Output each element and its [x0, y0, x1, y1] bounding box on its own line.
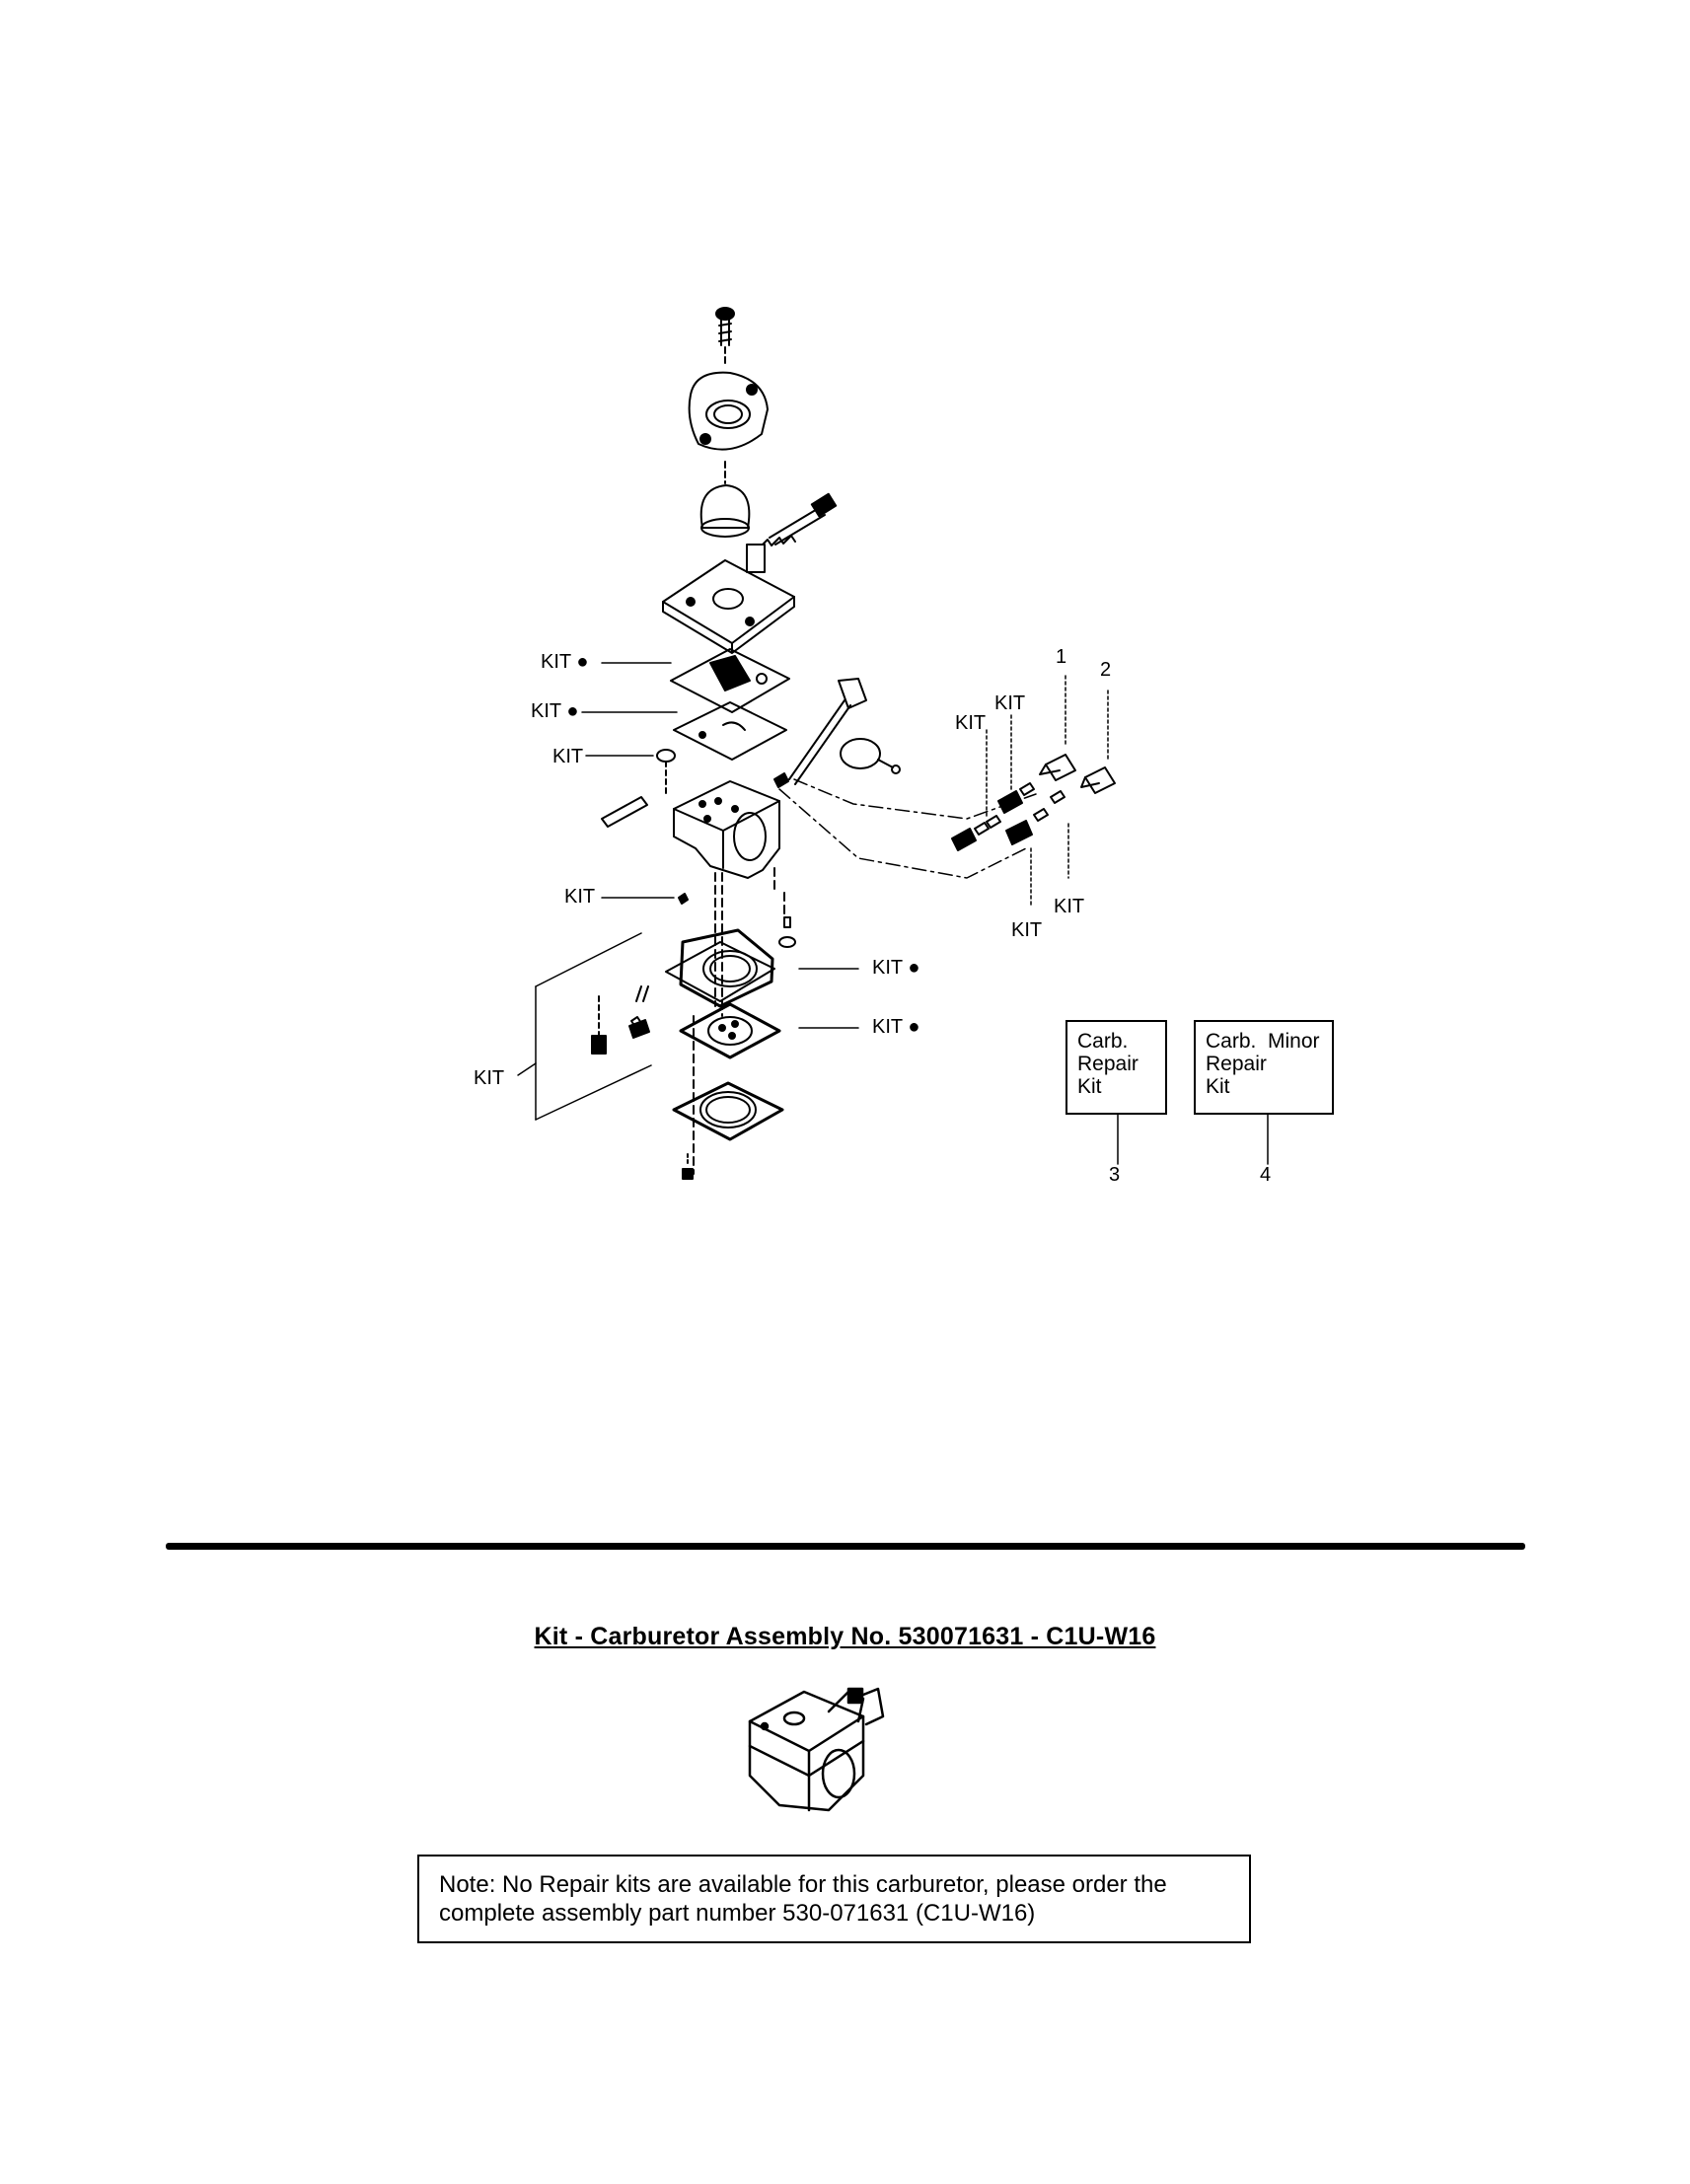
- kit-label: KIT ●: [531, 700, 579, 722]
- carb-repair-kit-box: Carb. Repair Kit: [1065, 1020, 1167, 1115]
- kit-label: KIT ●: [872, 957, 920, 979]
- pump-gasket: [670, 648, 790, 713]
- cover-screw: [682, 1153, 694, 1180]
- pump-diaphragm: [673, 701, 787, 761]
- note-box: Note: No Repair kits are available for t…: [417, 1855, 1251, 1943]
- kit-box-line: Repair: [1077, 1053, 1139, 1075]
- carburetor-assembly-image: [748, 1687, 885, 1812]
- kit-box-line: Carb.: [1077, 1030, 1129, 1053]
- inlet-needle: [778, 916, 796, 948]
- cover-plate: [688, 371, 769, 451]
- metering-gasket: [665, 928, 775, 1008]
- kit-box-line: Carb. Minor: [1206, 1030, 1320, 1053]
- axis-lines: [793, 778, 1037, 820]
- kit-box-line: Kit: [1206, 1075, 1230, 1098]
- carburetor-body: [673, 780, 780, 879]
- choke-pin: [601, 796, 648, 828]
- metering-diaphragm: [679, 1002, 781, 1059]
- callout-number: 1: [1056, 646, 1067, 668]
- small-screw: [678, 893, 689, 905]
- axis-lines: [778, 788, 1027, 879]
- top-screw: [715, 307, 735, 346]
- kit-box-line: Repair: [1206, 1053, 1267, 1075]
- kit-label: KIT: [552, 746, 584, 767]
- kit-label: KIT: [474, 1067, 505, 1089]
- kit-label: KIT: [955, 712, 987, 734]
- kit-label: KIT: [1011, 919, 1043, 941]
- callout-number: 3: [1109, 1164, 1121, 1186]
- callout-number: 2: [1100, 659, 1112, 681]
- kit-label: KIT: [994, 692, 1026, 714]
- kit-label: KIT ●: [872, 1016, 920, 1038]
- metering-cover: [672, 1081, 784, 1141]
- limiter-caps: [1039, 754, 1116, 794]
- carb-minor-repair-kit-box: Carb. Minor Repair Kit: [1194, 1020, 1334, 1115]
- kit-label: KIT: [1054, 896, 1085, 917]
- callout-number: 4: [1260, 1164, 1272, 1186]
- callout-leaders: [986, 675, 1109, 909]
- kit-label: KIT: [564, 886, 596, 908]
- adjust-screw-upper: [759, 492, 838, 548]
- assembly-title: Kit - Carburetor Assembly No. 530071631 …: [534, 1623, 1156, 1650]
- kit-box-line: Kit: [1077, 1075, 1102, 1098]
- note-line: complete assembly part number 530-071631…: [439, 1900, 1036, 1927]
- pump-cover: [662, 544, 795, 654]
- adjusting-screws-right: [951, 782, 1065, 851]
- throttle-shaft: [773, 678, 901, 788]
- adjust-screws-left: [591, 985, 650, 1055]
- leader-lines: [517, 662, 859, 1121]
- kit-label: KIT ●: [541, 651, 589, 673]
- washer: [656, 749, 676, 763]
- note-line: Note: No Repair kits are available for t…: [439, 1871, 1167, 1898]
- section-divider: [166, 1543, 1525, 1550]
- primer-bulb: [699, 484, 751, 538]
